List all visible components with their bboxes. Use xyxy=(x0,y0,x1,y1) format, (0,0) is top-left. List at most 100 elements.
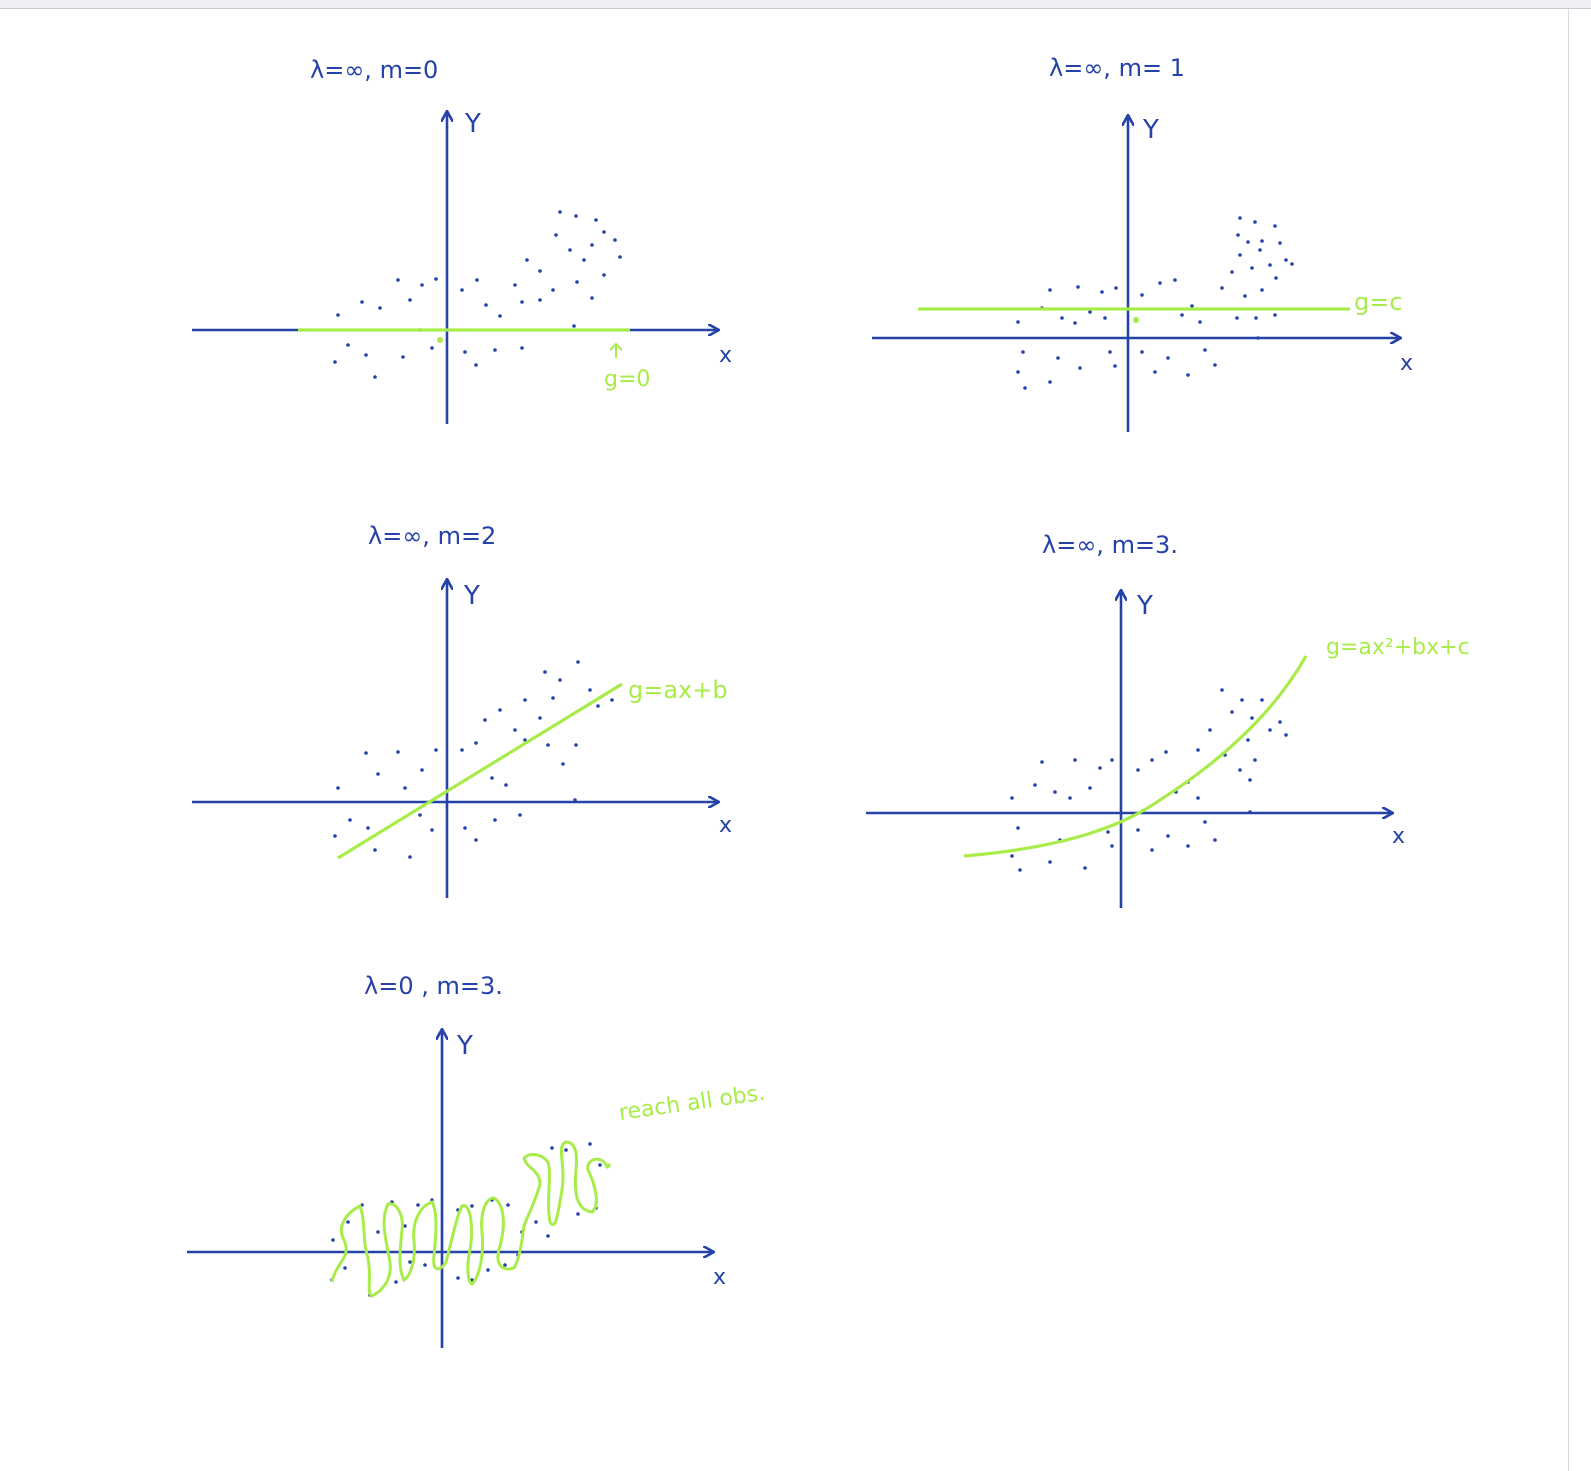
panel-5-x-label: x xyxy=(713,1265,726,1290)
panel-2-data-point xyxy=(1103,316,1107,320)
panel-1: λ=∞, m=0 Y x g=0 xyxy=(192,56,732,424)
panel-4-fit-label: g=ax²+bx+c xyxy=(1326,635,1470,660)
panel-4-data-point xyxy=(1230,710,1234,714)
panel-3-data-point xyxy=(561,762,565,766)
panel-1-data-point xyxy=(378,306,382,310)
panel-1-fit-pointer-arrow xyxy=(609,342,623,358)
panel-3-data-point xyxy=(538,716,542,720)
panel-2-data-point xyxy=(1048,288,1052,292)
panel-5-data-point xyxy=(550,1146,554,1150)
panel-4-data-point xyxy=(1284,733,1288,737)
panel-3-data-point xyxy=(543,670,547,674)
panel-3-data-point xyxy=(610,698,614,702)
panel-5-y-label: Y xyxy=(456,1031,473,1061)
panel-5-interpolating-curve xyxy=(330,1140,612,1298)
panel-1-data-point xyxy=(572,324,576,328)
panel-2-data-point xyxy=(1273,224,1277,228)
panel-4-title: λ=∞, m=3. xyxy=(1042,531,1178,559)
panel-4: λ=∞, m=3. Y x g=ax²+bx+c xyxy=(866,531,1470,908)
panel-3-data-point xyxy=(558,678,562,682)
panel-1-data-point xyxy=(333,360,337,364)
panel-4-data-point xyxy=(1088,786,1092,790)
panel-1-data-point xyxy=(618,255,622,259)
panel-3-data-point xyxy=(376,772,380,776)
panel-4-data-point xyxy=(1246,738,1250,742)
panel-2-data-point xyxy=(1274,276,1278,280)
panel-1-data-point xyxy=(474,363,478,367)
panel-2-data-point xyxy=(1048,380,1052,384)
panel-4-data-point xyxy=(1016,826,1020,830)
panel-1-fit-label: g=0 xyxy=(604,367,650,392)
panel-3-data-point xyxy=(333,834,337,838)
panel-4-data-point xyxy=(1166,834,1170,838)
panel-2-data-point xyxy=(1021,350,1025,354)
panel-2-data-points xyxy=(1016,216,1294,390)
panel-2-data-point xyxy=(1114,286,1118,290)
panel-4-data-point xyxy=(1240,698,1244,702)
panel-5-data-point xyxy=(331,1238,335,1242)
panel-5-data-point xyxy=(470,1204,474,1208)
panel-1-data-point xyxy=(420,283,424,287)
panel-4-data-point xyxy=(1068,796,1072,800)
panel-1-data-point xyxy=(364,353,368,357)
panel-3-data-point xyxy=(364,751,368,755)
panel-2-data-point xyxy=(1254,316,1258,320)
panel-1-data-point xyxy=(574,214,578,218)
panel-3-data-point xyxy=(523,698,527,702)
panel-2-data-point xyxy=(1140,350,1144,354)
panel-4-data-point xyxy=(1136,828,1140,832)
panel-3-data-point xyxy=(418,813,422,817)
panel-1-data-point xyxy=(396,278,400,282)
panel-2-data-point xyxy=(1250,266,1254,270)
panel-1-data-point xyxy=(463,350,467,354)
panel-1-data-point xyxy=(538,269,542,273)
panel-1-data-point xyxy=(594,218,598,222)
panel-1-data-point xyxy=(475,278,479,282)
panel-3-data-point xyxy=(420,768,424,772)
panel-2-data-point xyxy=(1243,294,1247,298)
panel-3-x-label: x xyxy=(719,813,732,838)
panel-3-data-point xyxy=(546,743,550,747)
panel-2-data-point xyxy=(1203,348,1207,352)
panel-5-data-point xyxy=(394,1280,398,1284)
panel-4-data-point xyxy=(1278,720,1282,724)
panel-1-data-point xyxy=(602,230,606,234)
panel-5-data-point xyxy=(576,1212,580,1216)
panel-2-data-point xyxy=(1016,320,1020,324)
panel-4-data-point xyxy=(1186,844,1190,848)
panel-5-title: λ=0 , m=3. xyxy=(364,972,503,1000)
panel-5-data-point xyxy=(343,1266,347,1270)
panel-3-title: λ=∞, m=2 xyxy=(368,522,496,550)
panel-4-data-point xyxy=(1203,820,1207,824)
panel-3-data-point xyxy=(348,818,352,822)
panel-3-data-point xyxy=(463,826,467,830)
panel-2-data-point xyxy=(1260,288,1264,292)
panel-2-data-point xyxy=(1060,316,1064,320)
panel-4-data-point xyxy=(1033,783,1037,787)
panel-2-data-point xyxy=(1076,285,1080,289)
panel-2-fit-label: g=c xyxy=(1354,288,1403,316)
panel-2-data-point xyxy=(1235,316,1239,320)
panel-5-data-point xyxy=(408,1260,412,1264)
panel-5-data-point xyxy=(423,1263,427,1267)
panel-1-data-point xyxy=(460,288,464,292)
panel-2-data-point xyxy=(1023,386,1027,390)
panel-2-data-point xyxy=(1290,262,1294,266)
panel-4-data-point xyxy=(1268,728,1272,732)
panel-1-data-point xyxy=(520,346,524,350)
panel-1-data-point xyxy=(613,238,617,242)
panel-1-data-point xyxy=(484,303,488,307)
panel-3-data-point xyxy=(430,828,434,832)
panel-1-data-point xyxy=(408,298,412,302)
panel-1-y-label: Y xyxy=(464,109,481,139)
scrollbar-track[interactable] xyxy=(1568,9,1591,1471)
panel-2-data-point xyxy=(1284,258,1288,262)
panel-1-data-point xyxy=(554,233,558,237)
panel-1-data-point xyxy=(538,298,542,302)
panel-3-data-point xyxy=(408,855,412,859)
panel-3-data-point xyxy=(460,748,464,752)
panel-3-data-point xyxy=(493,818,497,822)
panel-1-data-point xyxy=(590,243,594,247)
panel-5-fit-label: reach all obs. xyxy=(617,1081,766,1126)
